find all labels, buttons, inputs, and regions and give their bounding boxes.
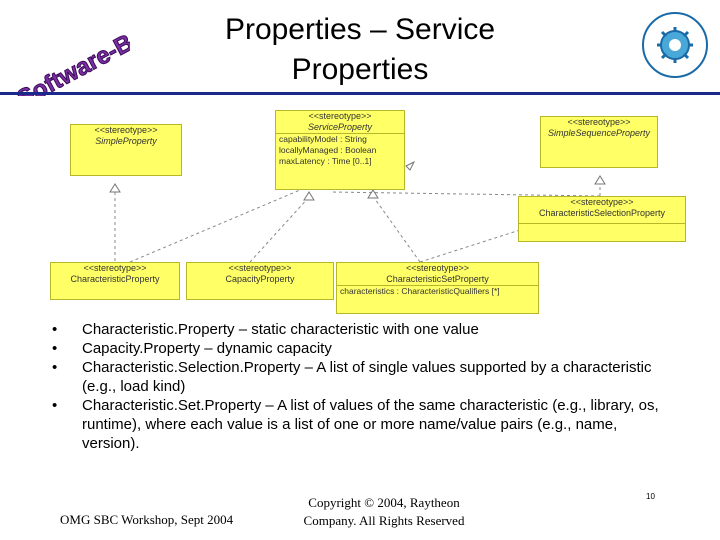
uml-class-characteristic-set-property: <<stereotype>> CharacteristicSetProperty…	[336, 262, 539, 314]
bullet-marker: •	[52, 359, 58, 376]
stereotype-label: <<stereotype>>	[570, 197, 634, 207]
class-name: SimpleProperty	[95, 136, 157, 146]
class-attribute: characteristics : CharacteristicQualifie…	[340, 286, 500, 296]
class-divider	[519, 223, 685, 224]
bullet-text: Characteristic.Selection.Property – A li…	[82, 359, 652, 395]
class-name: SimpleSequenceProperty	[547, 128, 651, 138]
bullet-text: Characteristic.Property – static charact…	[82, 321, 479, 338]
footer-copyright: Copyright © 2004, Raytheon Company. All …	[303, 495, 465, 528]
uml-class-characteristic-selection-property: <<stereotype>> CharacteristicSelectionPr…	[518, 196, 686, 242]
class-attribute: locallyManaged : Boolean	[279, 145, 377, 155]
class-attribute: capabilityModel : String	[279, 134, 367, 144]
uml-class-simple-property: <<stereotype>> SimpleProperty	[70, 124, 182, 176]
list-item: • Characteristic.Set.Property – A list o…	[52, 396, 672, 453]
page-number: 10	[646, 492, 655, 501]
bullet-marker: •	[52, 397, 58, 414]
list-item: • Characteristic.Property – static chara…	[52, 320, 672, 339]
bullet-list: • Characteristic.Property – static chara…	[52, 320, 672, 453]
stereotype-label: <<stereotype>>	[94, 125, 158, 135]
mda-badge-icon	[642, 12, 708, 78]
class-name: CapacityProperty	[225, 274, 295, 284]
class-divider	[337, 285, 538, 286]
stereotype-label: <<stereotype>>	[83, 263, 147, 273]
title-underline	[0, 92, 720, 95]
list-item: • Characteristic.Selection.Property – A …	[52, 358, 672, 396]
stereotype-label: <<stereotype>>	[228, 263, 292, 273]
software-based-logo: Software-Based	[12, 6, 130, 96]
class-name: ServiceProperty	[307, 122, 373, 132]
page-title: Properties – Service Properties	[224, 13, 496, 86]
class-attribute: maxLatency : Time [0..1]	[279, 156, 372, 166]
uml-class-capacity-property: <<stereotype>> CapacityProperty	[186, 262, 334, 300]
list-item: • Capacity.Property – dynamic capacity	[52, 339, 672, 358]
class-name: CharacteristicSetProperty	[386, 274, 489, 284]
class-divider	[276, 133, 404, 134]
class-name: CharacteristicSelectionProperty	[538, 208, 666, 218]
class-name: CharacteristicProperty	[70, 274, 160, 284]
uml-class-simple-sequence-property: <<stereotype>> SimpleSequenceProperty	[540, 116, 658, 168]
stereotype-label: <<stereotype>>	[405, 263, 470, 273]
stereotype-label: <<stereotype>>	[308, 111, 372, 121]
footer-event: OMG SBC Workshop, Sept 2004	[60, 512, 234, 527]
bullet-marker: •	[52, 340, 58, 357]
uml-class-service-property: <<stereotype>> ServiceProperty capabilit…	[275, 110, 405, 190]
bullet-text: Characteristic.Set.Property – A list of …	[82, 397, 659, 452]
stereotype-label: <<stereotype>>	[567, 117, 631, 127]
uml-class-characteristic-property: <<stereotype>> CharacteristicProperty	[50, 262, 180, 300]
bullet-text: Capacity.Property – dynamic capacity	[82, 340, 332, 357]
bullet-marker: •	[52, 321, 58, 338]
